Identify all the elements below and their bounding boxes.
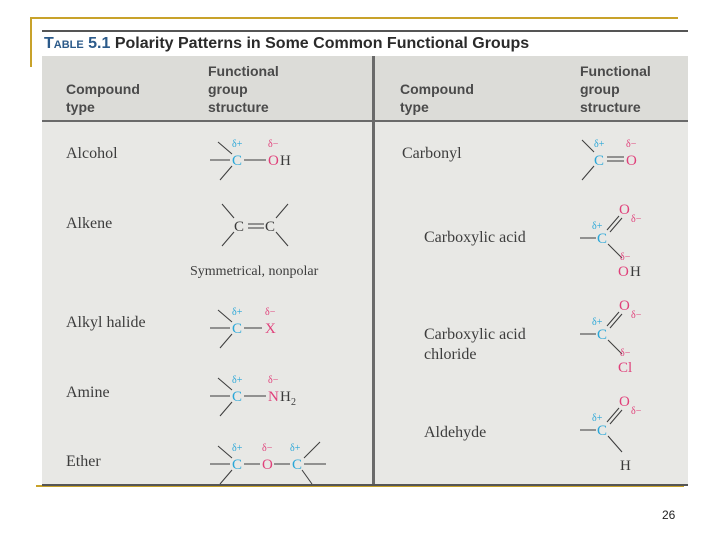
amine-nitrogen: N: [268, 389, 279, 405]
slide-frame-top: [30, 17, 678, 19]
carboxylic-acid-oxygen: O: [619, 202, 630, 218]
acid-chloride-delta-plus: δ+: [592, 317, 603, 328]
table-body: Compound type Functional group structure…: [42, 56, 688, 486]
aldehyde-delta-plus: δ+: [592, 413, 603, 424]
header-compound-type-left: Compound type: [66, 81, 140, 115]
carbonyl-oxygen: O: [626, 153, 637, 169]
aldehyde-hydrogen: H: [620, 458, 631, 474]
ether-delta-minus: δ−: [262, 443, 273, 454]
acid-chloride-carbon: C: [597, 327, 607, 343]
row-name-amine: Amine: [66, 384, 110, 401]
alkyl-halide-delta-plus: δ+: [232, 307, 243, 318]
alkyl-halide-halogen: X: [265, 321, 276, 337]
alkene-note: Symmetrical, nonpolar: [190, 264, 319, 279]
header-structure-right: Functional group structure: [580, 63, 651, 115]
ether-carbon-right: C: [292, 457, 302, 473]
alcohol-hydrogen: H: [280, 153, 291, 169]
aldehyde-delta-minus: δ−: [631, 406, 642, 417]
acid-chloride-delta-minus-bottom: δ−: [620, 348, 631, 359]
alcohol-delta-plus: δ+: [232, 139, 243, 150]
carboxylic-acid-delta-minus-bottom: δ−: [620, 252, 631, 263]
row-name-carbonyl: Carbonyl: [402, 145, 462, 162]
amine-subscript: 2: [291, 397, 296, 408]
structure-aldehyde: C δ+ O δ− H: [580, 394, 642, 474]
amine-hydrogen: H: [280, 389, 291, 405]
structure-ether: C δ+ O δ− C δ+: [210, 441, 326, 485]
amine-delta-minus: δ−: [268, 375, 279, 386]
header-compound-type-right: Compound type: [400, 81, 474, 115]
carboxylic-acid-carbon: C: [597, 231, 607, 247]
row-name-aldehyde: Aldehyde: [424, 424, 487, 441]
carboxylic-acid-delta-minus-top: δ−: [631, 214, 642, 225]
carboxylic-acid-hydrogen: H: [630, 264, 641, 280]
row-name-carboxylic-acid: Carboxylic acid: [424, 229, 526, 246]
structure-carboxylic-acid: C δ+ O δ− δ− O H: [580, 202, 642, 280]
aldehyde-carbon: C: [597, 423, 607, 439]
carbonyl-delta-minus: δ−: [626, 139, 637, 150]
alkyl-halide-delta-minus: δ−: [265, 307, 276, 318]
ether-oxygen: O: [262, 457, 273, 473]
page-number: 26: [662, 508, 676, 522]
carbonyl-carbon: C: [594, 153, 604, 169]
structure-alkene: C C: [221, 203, 289, 247]
row-name-ether: Ether: [66, 453, 101, 470]
structure-amine: C δ+ N δ− H 2: [210, 375, 296, 417]
alcohol-carbon: C: [232, 153, 242, 169]
ether-carbon-left: C: [232, 457, 242, 473]
table-title-text: Polarity Patterns in Some Common Functio…: [114, 35, 530, 52]
carboxylic-acid-oxygen-hydroxyl: O: [618, 264, 629, 280]
carboxylic-acid-delta-plus: δ+: [592, 221, 603, 232]
row-name-alcohol: Alcohol: [66, 145, 118, 162]
header-structure-left: Functional group structure: [208, 63, 279, 115]
alkene-carbon-left: C: [234, 219, 244, 235]
slide-frame-bottom: [36, 485, 684, 487]
amine-carbon: C: [232, 389, 242, 405]
table-title-bar: Table 5.1 Polarity Patterns in Some Comm…: [42, 30, 688, 57]
table-title: Table 5.1 Polarity Patterns in Some Comm…: [44, 35, 529, 53]
row-name-alkyl-halide: Alkyl halide: [66, 314, 146, 331]
structure-carboxylic-acid-chloride: C δ+ O δ− δ− Cl: [580, 298, 642, 376]
structure-alkyl-halide: C δ+ X δ−: [210, 307, 276, 349]
acid-chloride-chlorine: Cl: [618, 360, 632, 376]
amine-delta-plus: δ+: [232, 375, 243, 386]
alcohol-oxygen: O: [268, 153, 279, 169]
aldehyde-oxygen: O: [619, 394, 630, 410]
acid-chloride-oxygen: O: [619, 298, 630, 314]
alkyl-halide-carbon: C: [232, 321, 242, 337]
alcohol-delta-minus: δ−: [268, 139, 279, 150]
carbonyl-delta-plus: δ+: [594, 139, 605, 150]
slide-frame-left: [30, 17, 32, 67]
row-name-alkene: Alkene: [66, 215, 113, 232]
column-divider: [372, 56, 375, 484]
structure-alcohol: C δ+ O δ− H: [210, 139, 291, 181]
table-label: Table 5.1: [44, 35, 111, 52]
structure-carbonyl: C δ+ O δ−: [581, 139, 637, 181]
table-header-band: [42, 56, 688, 122]
acid-chloride-delta-minus-top: δ−: [631, 310, 642, 321]
row-name-carboxylic-acid-chloride: Carboxylic acid chloride: [424, 326, 526, 363]
ether-delta-plus-right: δ+: [290, 443, 301, 454]
ether-delta-plus-left: δ+: [232, 443, 243, 454]
alkene-carbon-right: C: [265, 219, 275, 235]
